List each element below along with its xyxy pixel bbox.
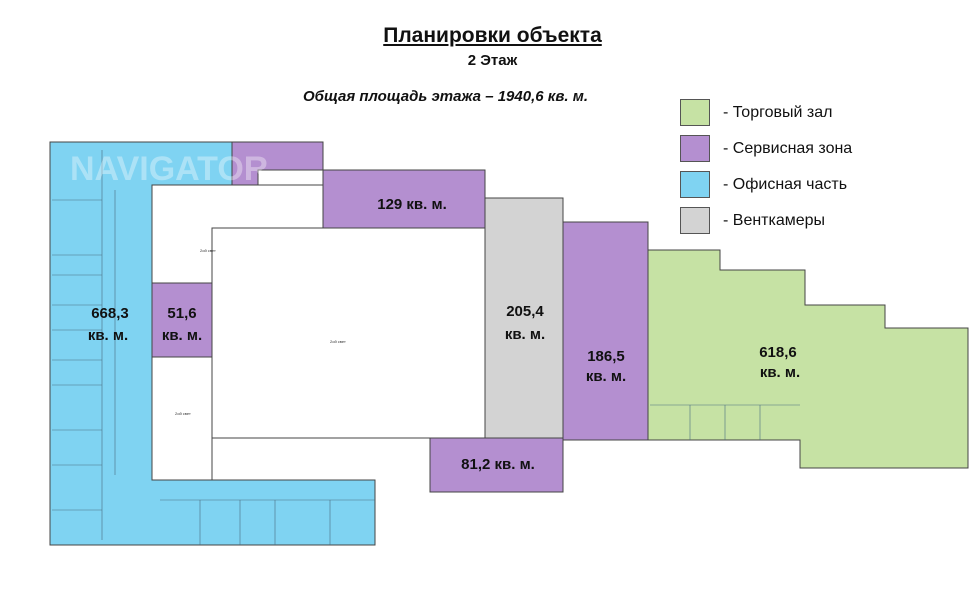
area-service-mid-value: 186,5 <box>587 348 625 365</box>
floor-label: 2 Этаж <box>467 52 518 69</box>
legend-label: - Торговый зал <box>723 103 833 121</box>
area-vent-unit: кв. м. <box>505 326 545 343</box>
area-trade-unit: кв. м. <box>760 364 800 381</box>
legend-label: - Венткамеры <box>723 211 826 229</box>
void-label: 2ой свет <box>330 339 346 344</box>
legend-item-trade: - Торговый зал <box>680 98 852 127</box>
zone-trade <box>647 249 969 469</box>
legend-swatch <box>680 207 710 234</box>
legend-label: - Офисная часть <box>723 175 848 193</box>
legend-item-vent: - Венткамеры <box>680 206 852 235</box>
area-trade-value: 618,6 <box>759 344 797 361</box>
area-service-small-unit: кв. м. <box>162 327 202 344</box>
area-service-small-value: 51,6 <box>167 305 196 322</box>
legend-swatch <box>680 99 710 126</box>
void-label: 2ой свет <box>175 411 191 416</box>
area-office-unit: кв. м. <box>88 327 128 344</box>
zone-service-81 <box>429 437 564 493</box>
zone-service-186 <box>562 221 649 441</box>
legend-label: - Сервисная зона <box>723 139 853 157</box>
legend-item-service: - Сервисная зона <box>680 134 852 163</box>
area-service-bottom: 81,2 кв. м. <box>461 456 535 473</box>
page-title: Планировки объекта <box>383 24 602 47</box>
office-partitions <box>52 150 800 545</box>
void-label: 2ой свет <box>200 248 216 253</box>
legend-item-office: - Офисная часть <box>680 170 852 199</box>
area-vent-value: 205,4 <box>506 303 544 320</box>
legend-swatch <box>680 171 710 198</box>
area-office-value: 668,3 <box>91 305 129 322</box>
area-service-top: 129 кв. м. <box>377 196 447 213</box>
legend: - Торговый зал - Сервисная зона - Офисна… <box>680 98 852 242</box>
area-service-mid-unit: кв. м. <box>586 368 626 385</box>
watermark: NAVIGATOR <box>70 150 268 188</box>
total-area: Общая площадь этажа – 1940,6 кв. м. <box>303 88 589 105</box>
legend-swatch <box>680 135 710 162</box>
void-2 <box>211 227 486 439</box>
void-3 <box>151 356 213 481</box>
